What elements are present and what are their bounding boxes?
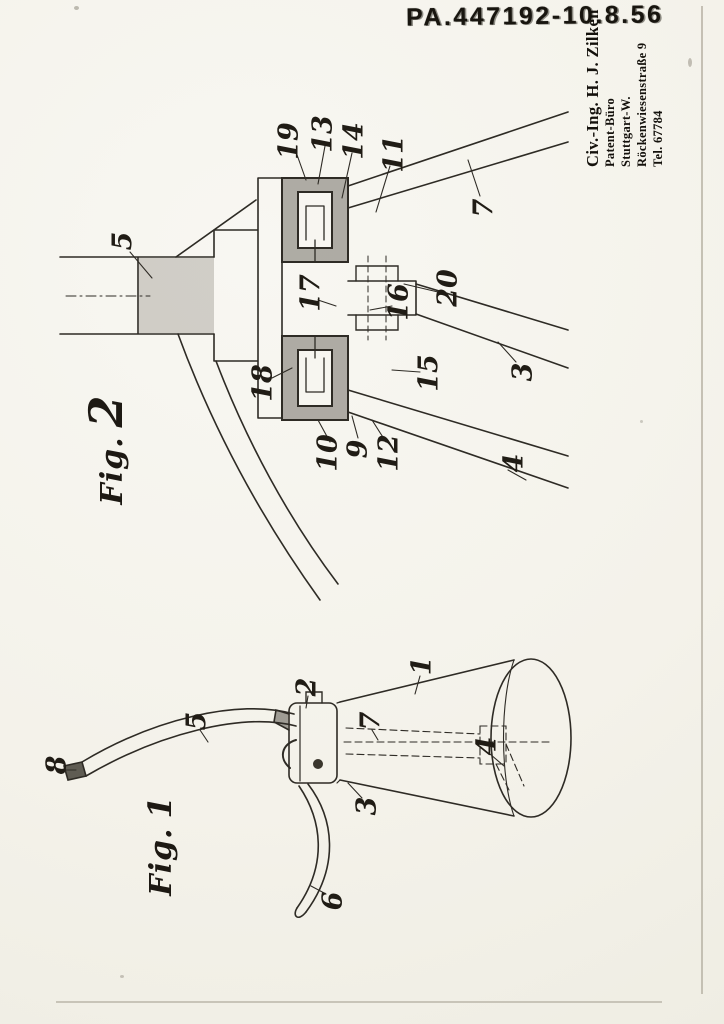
callout-fig1-5: 5: [182, 712, 213, 731]
callout-fig1-3: 3: [352, 797, 383, 816]
callout-fig2-11: 11: [379, 135, 410, 173]
attorney-office: Patent-Büro: [603, 1, 618, 167]
fig2-drawing: [60, 112, 568, 600]
scan-speck: [120, 975, 124, 978]
callout-fig1-2: 2: [292, 678, 323, 697]
scan-edge-line-bottom: [56, 1001, 662, 1003]
attorney-stamp: Civ.-Ing. H. J. Zilken Patent-Büro Stutt…: [583, 1, 665, 167]
callout-fig2-9: 9: [343, 440, 374, 459]
fig1-caption-number: 1: [141, 796, 179, 818]
callout-fig2-16: 16: [384, 283, 415, 321]
attorney-city: Stuttgart-W.: [619, 1, 634, 167]
callout-fig2-15: 15: [414, 354, 445, 392]
callout-fig2-7: 7: [469, 199, 500, 218]
scan-speck: [688, 58, 692, 67]
callout-fig2-17: 17: [296, 274, 327, 312]
callout-fig1-7: 7: [356, 712, 387, 731]
attorney-phone: Tel. 67784: [651, 1, 666, 167]
fig1-caption: Fig. 1: [141, 796, 179, 895]
callout-fig2-18: 18: [248, 364, 279, 402]
callout-fig2-20: 20: [433, 269, 464, 307]
callout-fig2-19: 19: [274, 122, 305, 160]
callout-fig2-10: 10: [313, 434, 344, 472]
callout-fig2-13: 13: [308, 115, 339, 153]
callout-fig1-1: 1: [407, 657, 438, 676]
fig1-caption-script: Fig.: [144, 828, 179, 896]
callout-fig1-4: 4: [472, 737, 503, 756]
callout-fig2-12: 12: [374, 434, 405, 472]
callout-fig2-4: 4: [499, 454, 530, 473]
fig2-caption-script: Fig.: [95, 436, 130, 504]
callout-fig2-3: 3: [508, 363, 539, 382]
scan-speck: [74, 6, 79, 10]
callout-fig1-6: 6: [318, 892, 349, 911]
callout-fig2-5: 5: [108, 232, 139, 251]
callout-fig2-14: 14: [339, 122, 370, 160]
attorney-name: Civ.-Ing. H. J. Zilken: [583, 1, 602, 167]
scan-edge-line-right: [701, 6, 703, 994]
scan-speck: [640, 420, 643, 423]
fig2-caption: Fig. 2: [79, 395, 133, 504]
fig2-caption-number: 2: [79, 395, 133, 427]
callout-fig1-8: 8: [42, 756, 73, 775]
attorney-street: Röckenwiesenstraße 9: [635, 1, 650, 167]
